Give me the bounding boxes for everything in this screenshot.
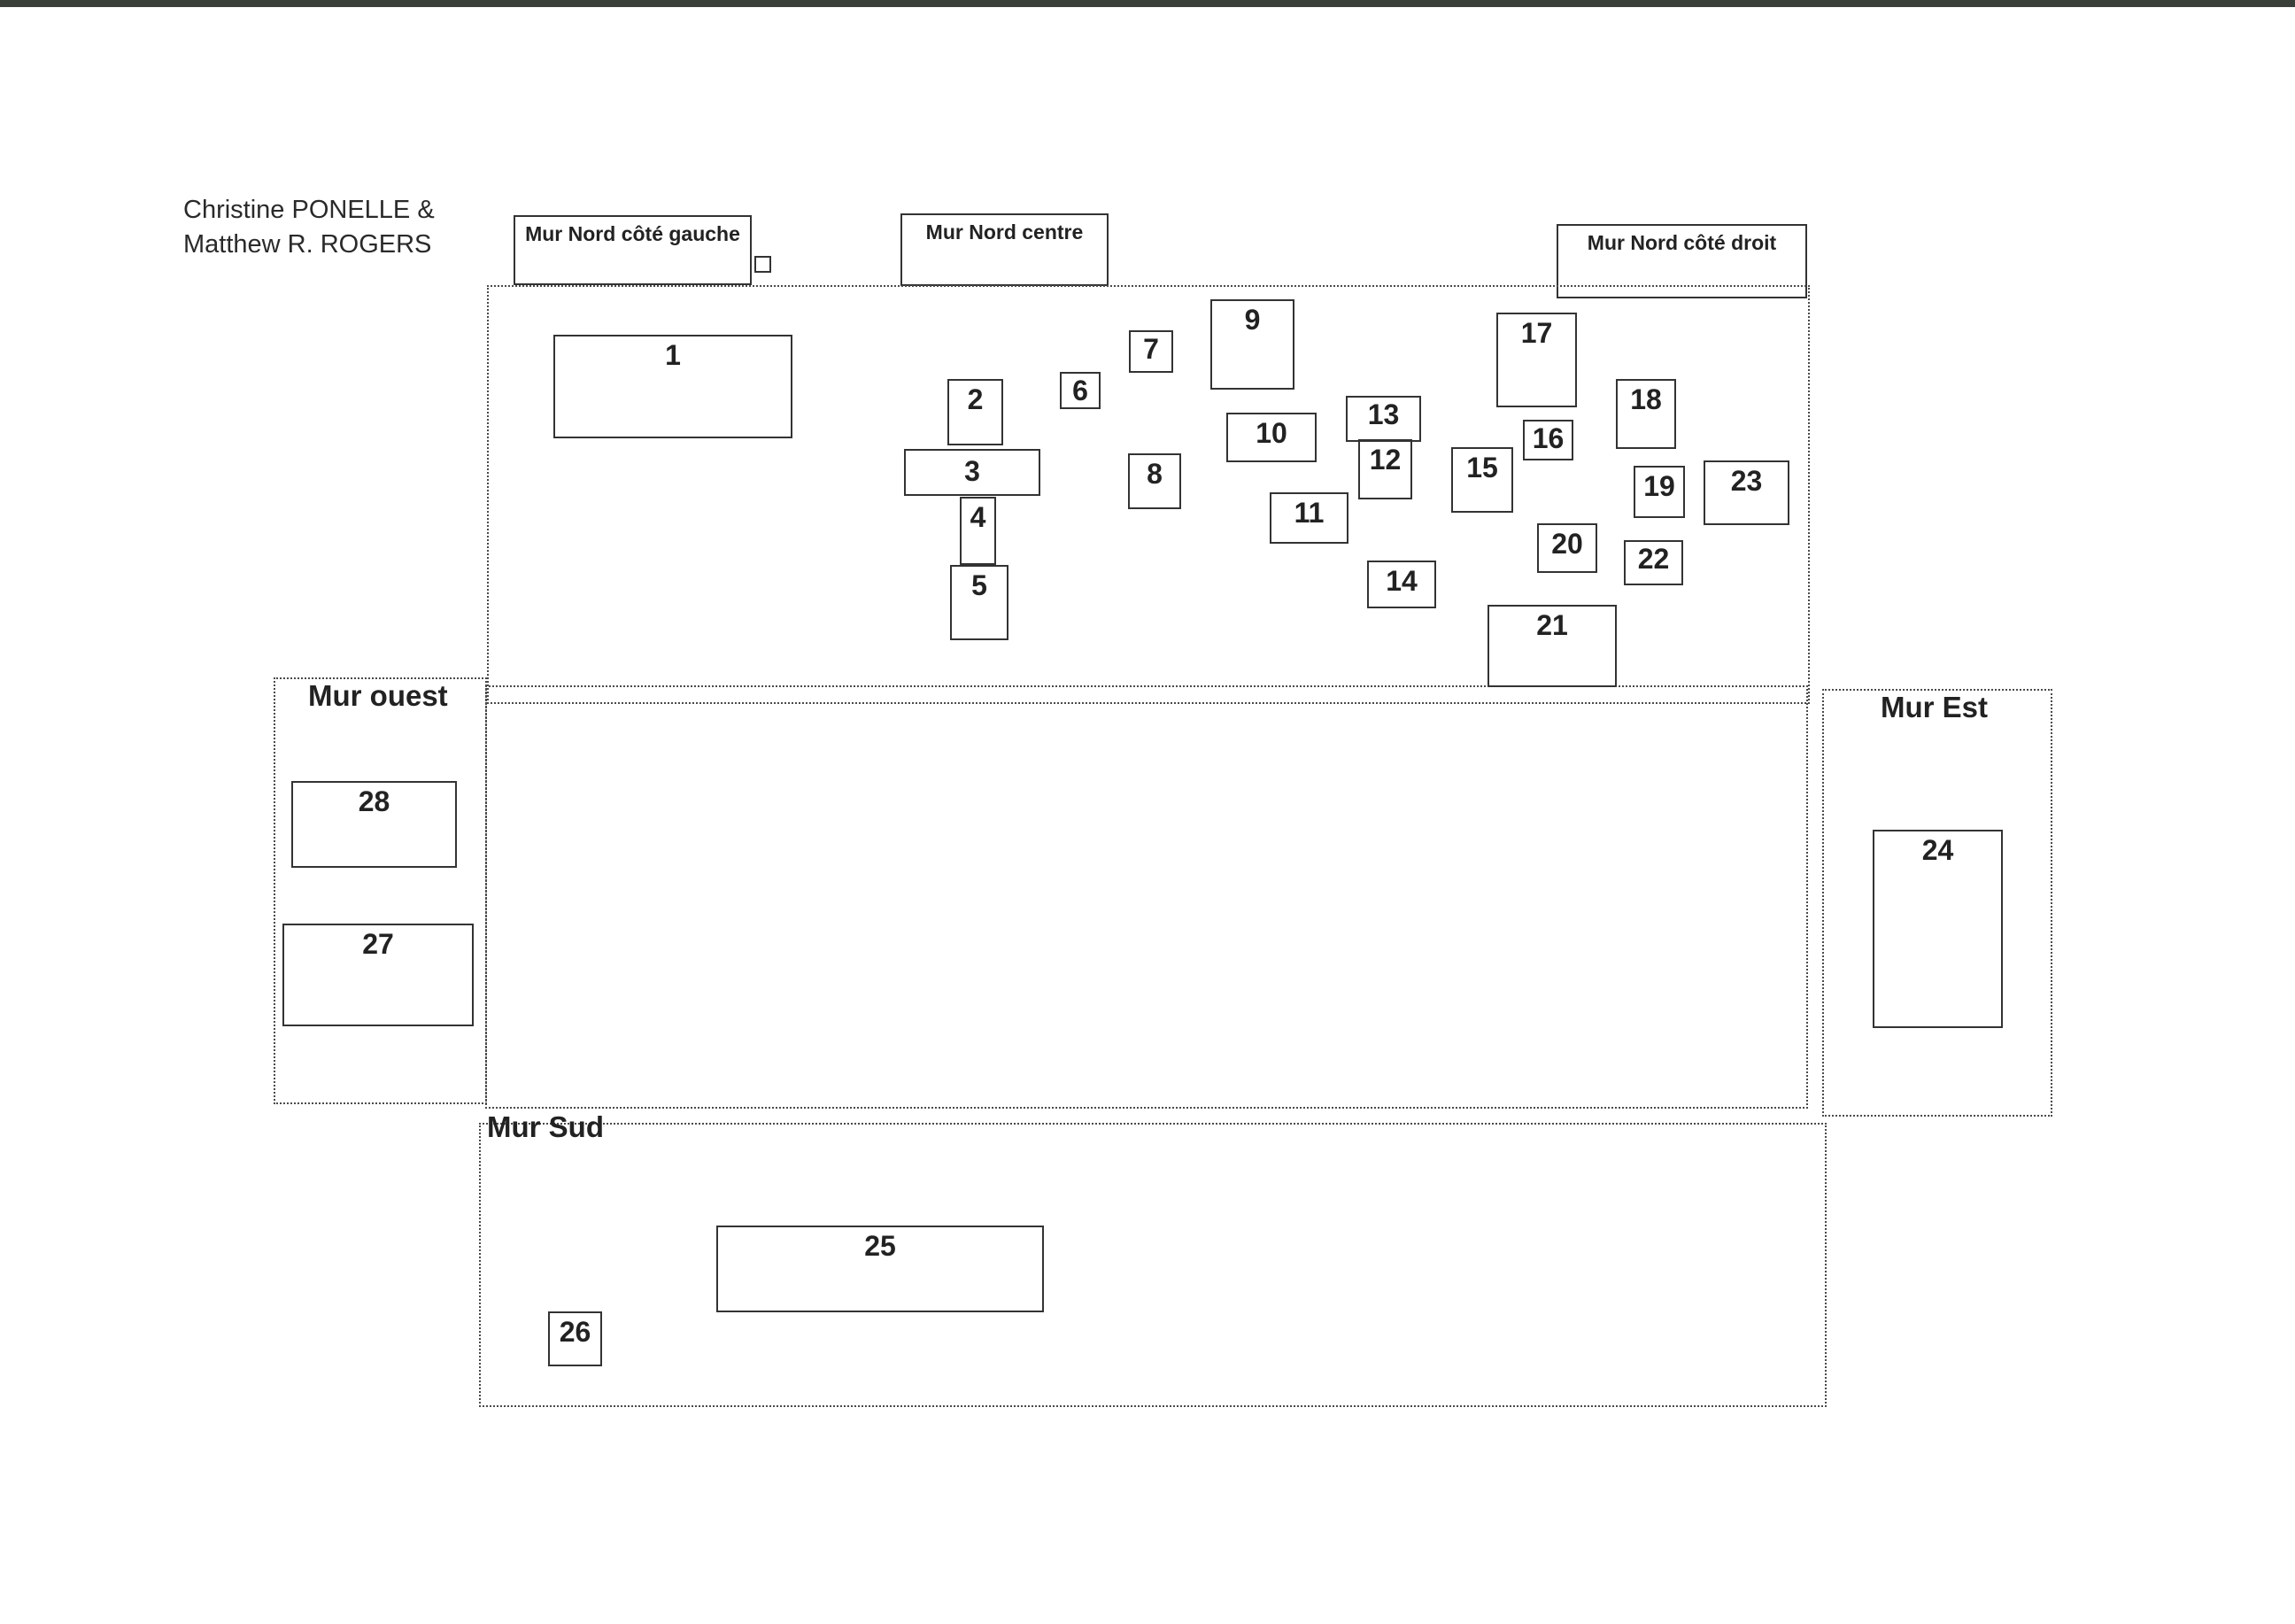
zone-est-title: Mur Est [1881,691,1989,723]
zone-centre [485,685,1808,1109]
author-line-2: Matthew R. ROGERS [183,230,432,259]
item-23: 23 [1704,460,1789,525]
item-27: 27 [282,924,474,1026]
zone-ouest-title: Mur ouest [308,679,448,712]
item-11: 11 [1270,492,1348,544]
item-10: 10 [1226,413,1317,462]
item-2: 2 [947,379,1003,445]
item-20: 20 [1537,523,1597,573]
item-1: 1 [553,335,792,438]
zone-sud [479,1123,1827,1407]
item-4: 4 [960,497,996,565]
item-5: 5 [950,565,1008,640]
zone-nord [487,285,1810,704]
zone-est [1822,689,2052,1117]
item-13: 13 [1346,396,1421,442]
zone-sud-title: Mur Sud [487,1110,604,1143]
authors: Christine PONELLE & Matthew R. ROGERS [183,193,435,262]
item-6: 6 [1060,372,1101,409]
item-19: 19 [1634,466,1685,518]
item-14: 14 [1367,561,1436,608]
item-21: 21 [1488,605,1617,687]
author-line-1: Christine PONELLE & [183,196,435,224]
item-26: 26 [548,1311,602,1366]
item-17: 17 [1496,313,1577,407]
wall-nord-droit-box: Mur Nord côté droit [1557,224,1807,298]
item-15: 15 [1451,447,1513,513]
item-22: 22 [1624,540,1683,585]
item-7: 7 [1129,330,1173,373]
item-28: 28 [291,781,457,868]
item-24: 24 [1873,830,2003,1028]
top-edge [0,0,2295,7]
wall-nord-centre-box: Mur Nord centre [900,213,1109,286]
item-3: 3 [904,449,1040,496]
item-8: 8 [1128,453,1181,509]
item-9: 9 [1210,299,1294,390]
small-square-marker [754,256,771,273]
wall-nord-gauche-box: Mur Nord côté gauche [514,215,752,285]
item-16: 16 [1523,420,1573,460]
item-12: 12 [1358,439,1412,499]
item-18: 18 [1616,379,1676,449]
zone-ouest [274,677,487,1104]
item-25: 25 [716,1226,1044,1312]
